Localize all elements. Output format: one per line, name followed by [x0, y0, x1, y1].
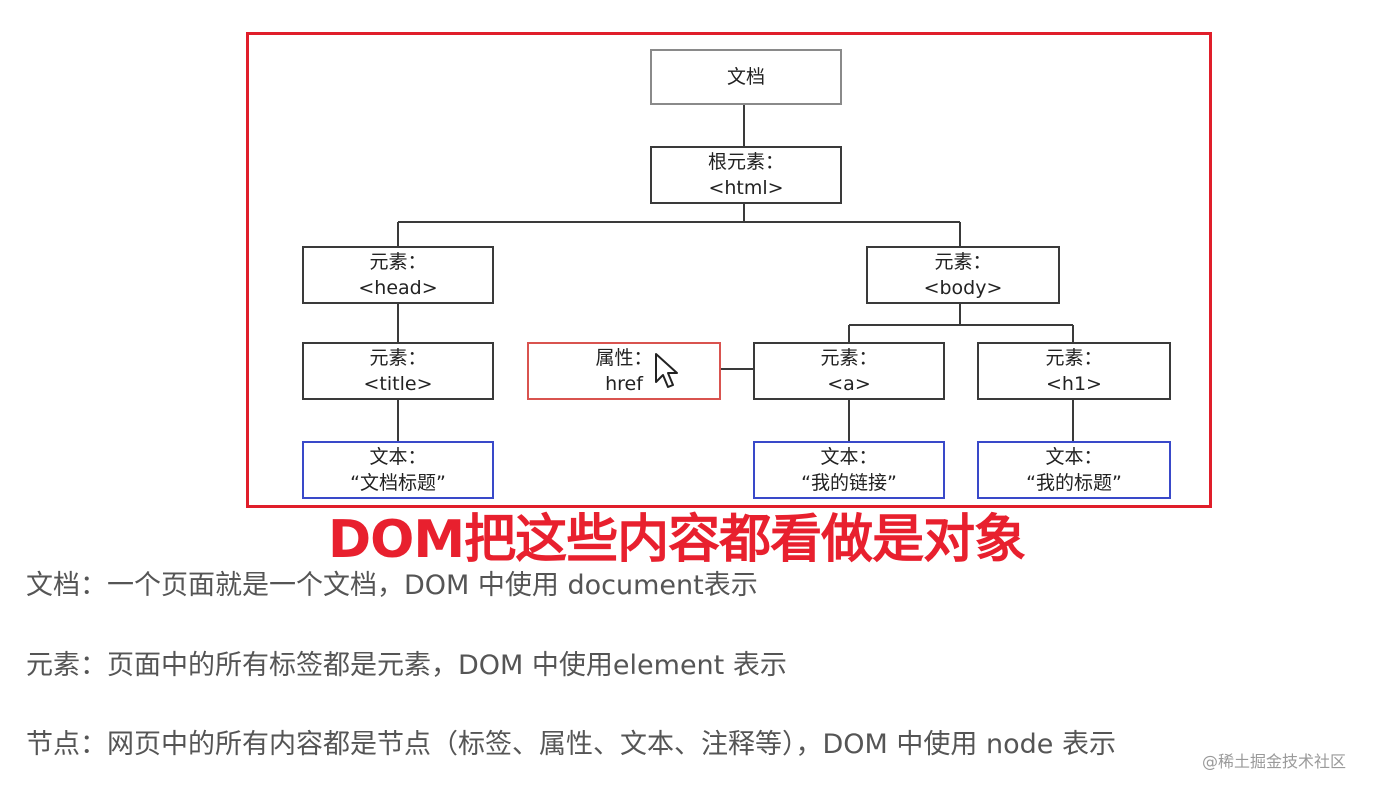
- node-title-type: 元素：: [369, 347, 427, 369]
- watermark: @稀土掘金技术社区: [1202, 752, 1347, 771]
- node-body-type: 元素：: [934, 251, 992, 273]
- node-a: 元素： <a>: [753, 342, 945, 400]
- node-text-h1: 文本： “我的标题”: [977, 441, 1171, 499]
- node-attribute-href: 属性： href: [527, 342, 721, 400]
- description-node: 节点：网页中的所有内容都是节点（标签、属性、文本、注释等），DOM 中使用 no…: [26, 729, 1116, 760]
- node-text-title-type: 文本：: [369, 446, 427, 468]
- node-text-title-value: “文档标题”: [350, 472, 446, 494]
- node-document-label: 文档: [726, 66, 765, 88]
- node-root-html: 根元素： <html>: [650, 146, 842, 204]
- node-document: 文档: [650, 49, 842, 105]
- node-a-tag: <a>: [827, 373, 871, 395]
- node-text-link-value: “我的链接”: [801, 472, 897, 494]
- node-head-tag: <head>: [358, 277, 438, 299]
- node-text-link: 文本： “我的链接”: [753, 441, 945, 499]
- description-element: 元素：页面中的所有标签都是元素，DOM 中使用element 表示: [26, 650, 787, 681]
- node-head: 元素： <head>: [302, 246, 494, 304]
- node-head-type: 元素：: [369, 251, 427, 273]
- diagram-frame: [246, 32, 1212, 508]
- node-text-h1-type: 文本：: [1045, 446, 1103, 468]
- headline: DOM把这些内容都看做是对象: [328, 510, 1026, 570]
- node-body-tag: <body>: [923, 277, 1003, 299]
- mouse-cursor-icon: [655, 353, 678, 388]
- node-title-tag: <title>: [363, 373, 433, 395]
- node-text-h1-value: “我的标题”: [1026, 472, 1122, 494]
- node-attr-type: 属性：: [595, 347, 653, 369]
- node-root-type: 根元素：: [707, 151, 784, 173]
- node-title: 元素： <title>: [302, 342, 494, 400]
- node-attr-name: href: [605, 373, 643, 395]
- description-document: 文档：一个页面就是一个文档，DOM 中使用 document表示: [26, 570, 758, 601]
- node-a-type: 元素：: [820, 347, 878, 369]
- node-body: 元素： <body>: [866, 246, 1060, 304]
- node-h1: 元素： <h1>: [977, 342, 1171, 400]
- node-h1-type: 元素：: [1045, 347, 1103, 369]
- node-root-tag: <html>: [708, 177, 784, 199]
- node-text-link-type: 文本：: [820, 446, 878, 468]
- node-text-title: 文本： “文档标题”: [302, 441, 494, 499]
- node-h1-tag: <h1>: [1046, 373, 1102, 395]
